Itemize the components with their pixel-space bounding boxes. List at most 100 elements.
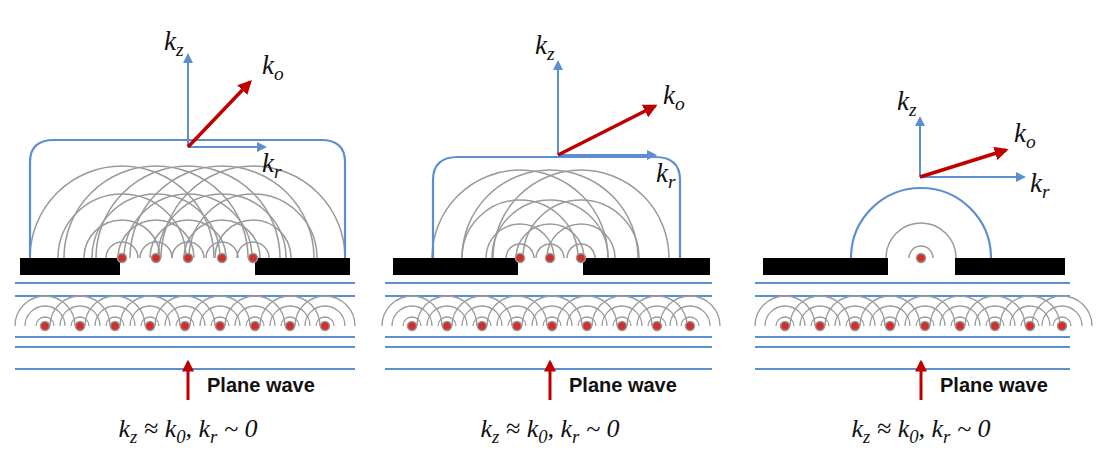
formula-label: kz ≈ k0, kr ~ 0 — [478, 414, 623, 444]
source-dot — [513, 322, 522, 331]
screen-bar — [20, 258, 120, 275]
wavefront-line — [755, 368, 1070, 370]
wavelet-arc — [130, 166, 314, 258]
screen-bar — [955, 258, 1065, 275]
wavefront-line — [385, 346, 712, 348]
screen-bar — [763, 258, 888, 275]
source-dot — [921, 322, 930, 331]
kr-axis — [558, 154, 655, 156]
wavefront-line — [15, 336, 355, 338]
axis-label: kz — [897, 86, 917, 117]
wavelet-arc — [432, 170, 608, 258]
slit-panel — [15, 55, 355, 400]
slit-panel — [382, 62, 720, 400]
source-dot — [917, 254, 926, 263]
source-dot — [1058, 322, 1067, 331]
source-dot — [249, 254, 258, 263]
wavefront-line — [15, 346, 355, 348]
source-dot — [991, 322, 1000, 331]
source-dot — [1026, 322, 1035, 331]
source-dot — [181, 322, 190, 331]
axis-label: kr — [1030, 168, 1050, 199]
ko-vector — [558, 106, 655, 155]
wavefront-line — [385, 282, 712, 284]
envelope-wavefront — [851, 188, 991, 258]
wavefront-line — [15, 368, 355, 370]
plane-wave-label: Plane wave — [566, 374, 680, 397]
wavelet-arc — [184, 220, 260, 258]
axis-label: ko — [1014, 118, 1036, 149]
axis-label: kz — [164, 26, 184, 57]
ko-vector — [920, 150, 1006, 177]
wavelet-arc — [118, 220, 194, 258]
source-dot — [618, 322, 627, 331]
source-dot — [443, 322, 452, 331]
kz-axis — [919, 118, 921, 177]
incident-arrow — [920, 362, 923, 400]
source-dot — [146, 322, 155, 331]
source-dot — [111, 322, 120, 331]
formula-label: kz ≈ k0, kr ~ 0 — [116, 414, 261, 444]
source-dot — [577, 254, 586, 263]
wavelet-arc — [215, 220, 291, 258]
axis-label: kr — [262, 148, 282, 179]
wavelet-arc — [96, 166, 280, 258]
formula-label: kz ≈ k0, kr ~ 0 — [849, 414, 994, 444]
source-dot — [851, 322, 860, 331]
incident-arrow — [187, 362, 190, 400]
wavelet-arc — [493, 170, 669, 258]
wavefront-line — [755, 282, 1070, 284]
source-dot — [516, 254, 525, 263]
axis-label: kr — [656, 158, 676, 189]
source-dot — [781, 322, 790, 331]
source-dot — [218, 254, 227, 263]
source-dot — [76, 322, 85, 331]
slit-panel — [755, 118, 1092, 400]
source-dot — [216, 322, 225, 331]
source-dot — [408, 322, 417, 331]
axis-label: kz — [535, 30, 555, 61]
screen-bar — [255, 258, 350, 275]
ko-vector — [188, 82, 250, 147]
plane-wave-label: Plane wave — [204, 374, 318, 397]
axis-label: ko — [663, 80, 685, 111]
wavefront-line — [15, 282, 355, 284]
source-dot — [886, 322, 895, 331]
wavelet-arc — [64, 166, 248, 258]
source-dot — [653, 322, 662, 331]
envelope-wavefront — [433, 157, 680, 258]
source-dot — [251, 322, 260, 331]
source-dot — [184, 254, 193, 263]
source-dot — [816, 322, 825, 331]
source-dot — [546, 254, 555, 263]
kz-axis — [187, 55, 189, 147]
source-dot — [321, 322, 330, 331]
screen-bar — [393, 258, 518, 275]
source-dot — [956, 322, 965, 331]
screen-bar — [583, 258, 710, 275]
wavelet-arc — [189, 194, 317, 258]
kr-axis — [920, 176, 1024, 178]
source-dot — [41, 322, 50, 331]
wavelet-arc — [462, 170, 638, 258]
wavefront-line — [755, 336, 1070, 338]
wavelet-arc — [158, 194, 286, 258]
envelope-wavefront — [30, 140, 345, 258]
axis-label: ko — [262, 50, 284, 81]
source-dot — [686, 322, 695, 331]
wavefront-line — [755, 346, 1070, 348]
source-dot — [478, 322, 487, 331]
kz-axis — [557, 62, 559, 155]
wavefront-line — [385, 336, 712, 338]
source-dot — [583, 322, 592, 331]
incident-arrow — [549, 362, 552, 400]
source-dot — [152, 254, 161, 263]
kr-axis — [188, 146, 265, 148]
source-dot — [548, 322, 557, 331]
plane-wave-label: Plane wave — [937, 374, 1051, 397]
source-dot — [118, 254, 127, 263]
wavelet-arc — [523, 200, 639, 258]
source-dot — [286, 322, 295, 331]
wavelet-arc — [161, 166, 345, 258]
